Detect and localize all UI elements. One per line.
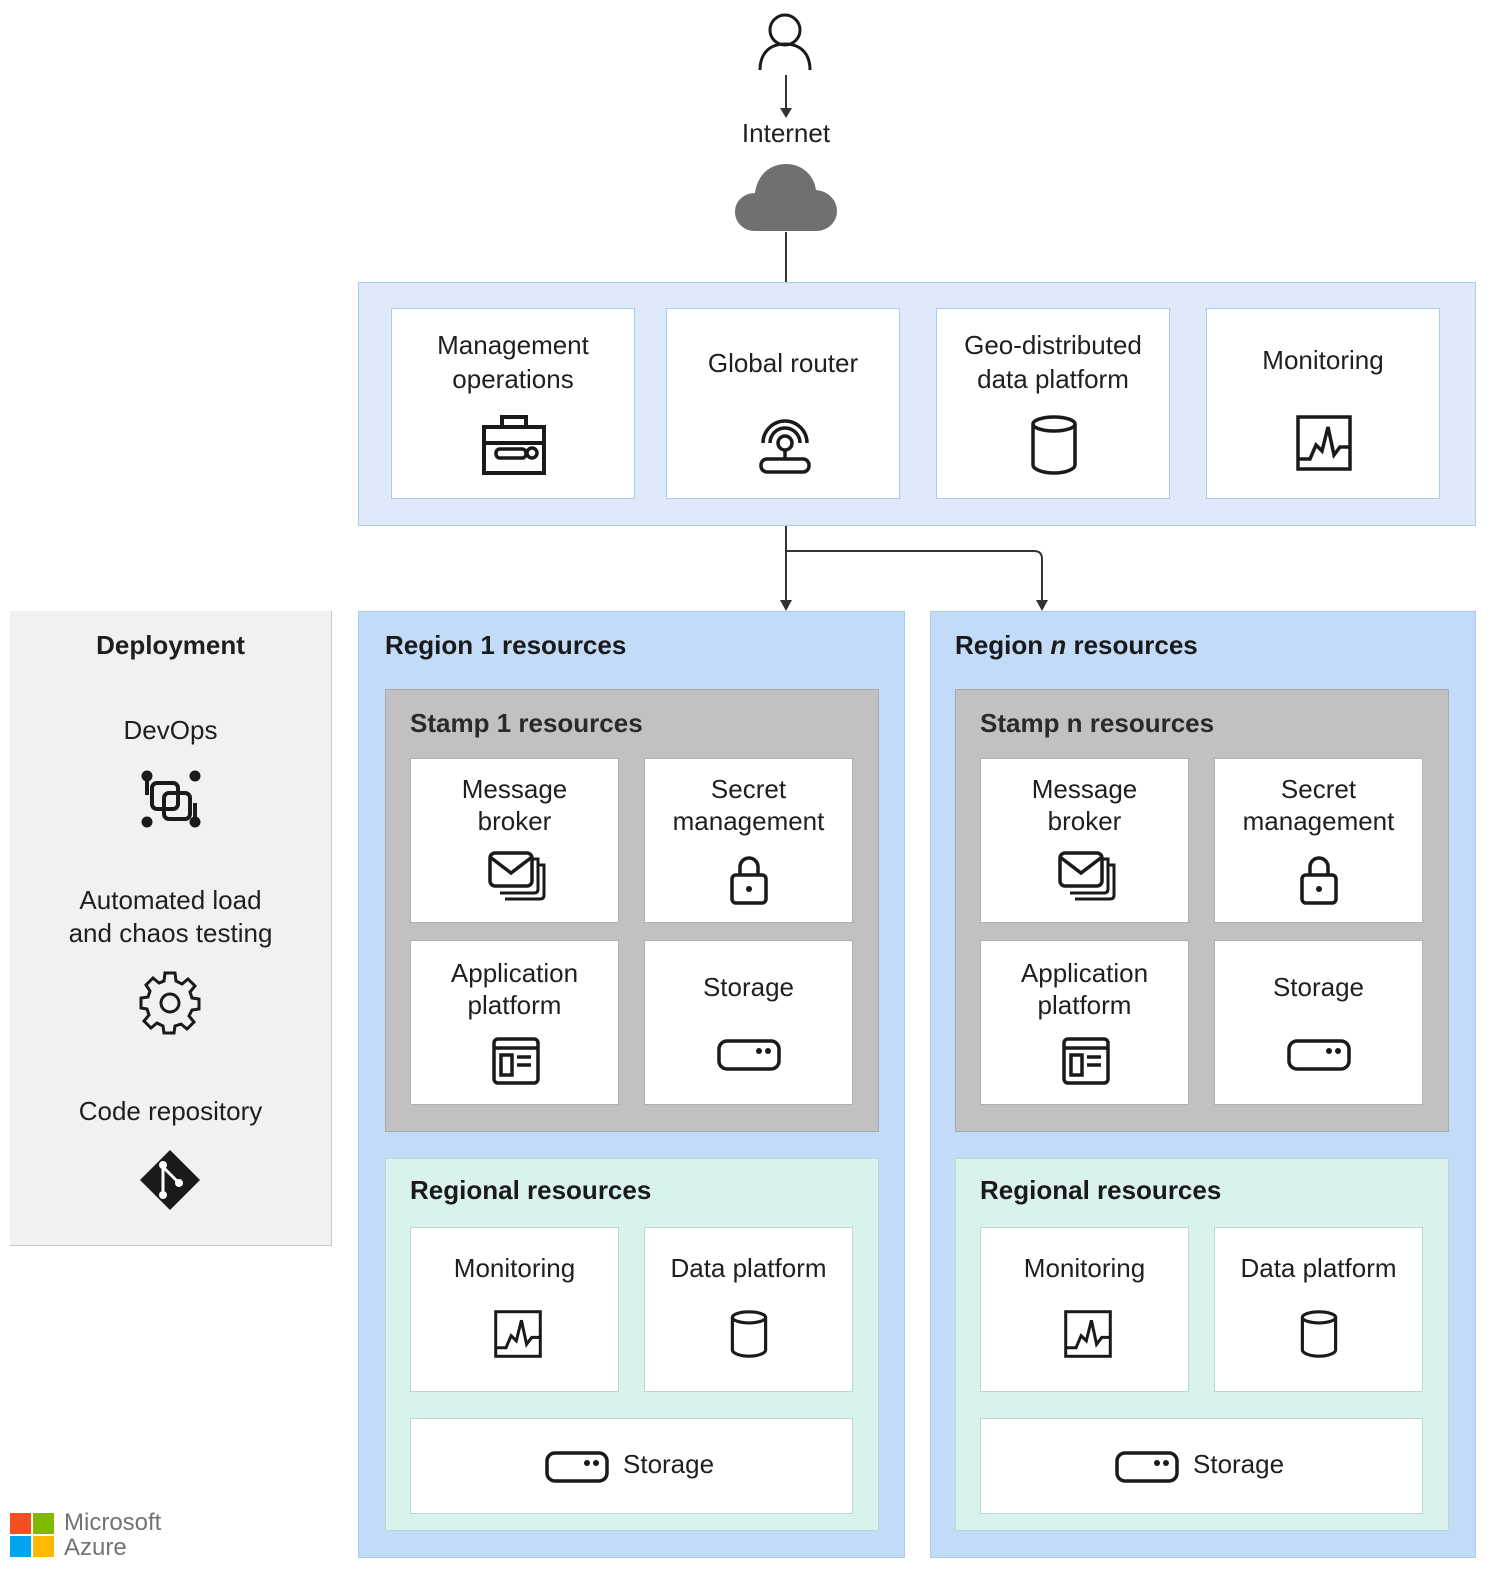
- card-label: Secret: [710, 774, 787, 804]
- regional-storage-card: Storage: [410, 1418, 853, 1514]
- card-label: management: [1242, 806, 1395, 836]
- regional-storage-card: Storage: [980, 1418, 1423, 1514]
- storage-icon: [717, 1039, 781, 1071]
- regional-monitoring-card: Monitoring: [410, 1227, 619, 1392]
- card-label: Storage: [702, 972, 795, 1002]
- card-label: Monitoring: [453, 1253, 576, 1283]
- card-label: Secret: [1280, 774, 1357, 804]
- card-label: Monitoring: [1262, 345, 1384, 375]
- stamp-title: Stamp n resources: [980, 708, 1215, 738]
- card-label: Data platform: [1240, 1253, 1397, 1283]
- stamp-title: Stamp 1 resources: [410, 708, 643, 738]
- management-operations-card: Management operations: [391, 308, 635, 499]
- storage-icon: [545, 1451, 609, 1483]
- card-label: Management: [437, 330, 589, 360]
- card-label: broker: [1047, 806, 1122, 836]
- load-testing-label: and chaos testing: [68, 918, 273, 948]
- toolbox-icon: [482, 415, 546, 475]
- code-repository-label: Code repository: [78, 1096, 263, 1126]
- cloud-icon: [735, 164, 837, 231]
- data-platform-card: Data platform: [644, 1227, 853, 1392]
- region-1-panel: Region 1 resources Stamp 1 resources Mes…: [358, 611, 905, 1558]
- monitoring-icon: [1064, 1310, 1112, 1358]
- regional-title: Regional resources: [410, 1175, 652, 1205]
- git-icon: [140, 1150, 200, 1210]
- message-broker-icon: [488, 851, 546, 901]
- application-platform-card: Application platform: [980, 940, 1189, 1105]
- lock-icon: [730, 856, 768, 905]
- lock-icon: [1300, 856, 1338, 905]
- database-icon: [730, 1310, 768, 1358]
- message-broker-card: Message broker: [410, 758, 619, 923]
- deployment-title: Deployment: [96, 630, 245, 660]
- storage-card: Storage: [1214, 940, 1423, 1105]
- card-label: management: [672, 806, 825, 836]
- card-label: platform: [1037, 990, 1132, 1020]
- card-label: data platform: [977, 364, 1129, 394]
- logo-line-2: Azure: [64, 1534, 127, 1561]
- message-broker-icon: [1058, 851, 1116, 901]
- microsoft-logo-icon: [10, 1513, 54, 1557]
- card-label: Application: [1020, 958, 1149, 988]
- internet-label: Internet: [741, 118, 831, 148]
- message-broker-card: Message broker: [980, 758, 1189, 923]
- load-testing-label: Automated load: [79, 885, 262, 915]
- app-platform-icon: [1062, 1037, 1110, 1085]
- storage-icon: [1287, 1039, 1351, 1071]
- stamp-panel: Stamp n resources Message broker Secret …: [955, 689, 1449, 1132]
- router-icon: [759, 419, 811, 474]
- secret-management-card: Secret management: [644, 758, 853, 923]
- microsoft-azure-logo: Microsoft Azure: [10, 1509, 200, 1562]
- global-router-card: Global router: [666, 308, 900, 499]
- monitoring-icon: [1296, 415, 1352, 471]
- deployment-panel: Deployment DevOps Automated load and cha…: [10, 611, 332, 1246]
- storage-card: Storage: [644, 940, 853, 1105]
- region-title: Region 1 resources: [385, 630, 627, 660]
- app-platform-icon: [492, 1037, 540, 1085]
- database-icon: [1031, 415, 1077, 475]
- region-n-panel: Region n resources Stamp n resources Mes…: [930, 611, 1476, 1558]
- secret-management-card: Secret management: [1214, 758, 1423, 923]
- card-label: broker: [477, 806, 552, 836]
- card-label: platform: [467, 990, 562, 1020]
- card-label: Storage: [1193, 1449, 1285, 1479]
- card-label: Storage: [623, 1449, 715, 1479]
- card-label: Message: [1031, 774, 1138, 804]
- application-platform-card: Application platform: [410, 940, 619, 1105]
- storage-icon: [1115, 1451, 1179, 1483]
- logo-line-1: Microsoft: [64, 1509, 162, 1536]
- region-title: Region n resources: [955, 630, 1198, 660]
- card-label: operations: [452, 364, 574, 394]
- regional-resources-panel: Regional resources Monitoring Data platf…: [385, 1158, 879, 1531]
- global-monitoring-card: Monitoring: [1206, 308, 1440, 499]
- user-icon: [758, 13, 812, 71]
- regional-resources-panel: Regional resources Monitoring Data platf…: [955, 1158, 1449, 1531]
- card-label: Monitoring: [1023, 1253, 1146, 1283]
- card-label: Geo-distributed: [964, 330, 1142, 360]
- regional-monitoring-card: Monitoring: [980, 1227, 1189, 1392]
- card-label: Data platform: [670, 1253, 827, 1283]
- card-label: Storage: [1272, 972, 1365, 1002]
- database-icon: [1300, 1310, 1338, 1358]
- card-label: Global router: [707, 348, 859, 378]
- geo-data-platform-card: Geo-distributed data platform: [936, 308, 1170, 499]
- card-label: Message: [461, 774, 568, 804]
- stamp-panel: Stamp 1 resources Message broker Secret …: [385, 689, 879, 1132]
- monitoring-icon: [494, 1310, 542, 1358]
- regional-title: Regional resources: [980, 1175, 1222, 1205]
- devops-icon: [141, 770, 201, 828]
- data-platform-card: Data platform: [1214, 1227, 1423, 1392]
- devops-label: DevOps: [123, 715, 218, 745]
- card-label: Application: [450, 958, 579, 988]
- gear-icon: [139, 971, 201, 1035]
